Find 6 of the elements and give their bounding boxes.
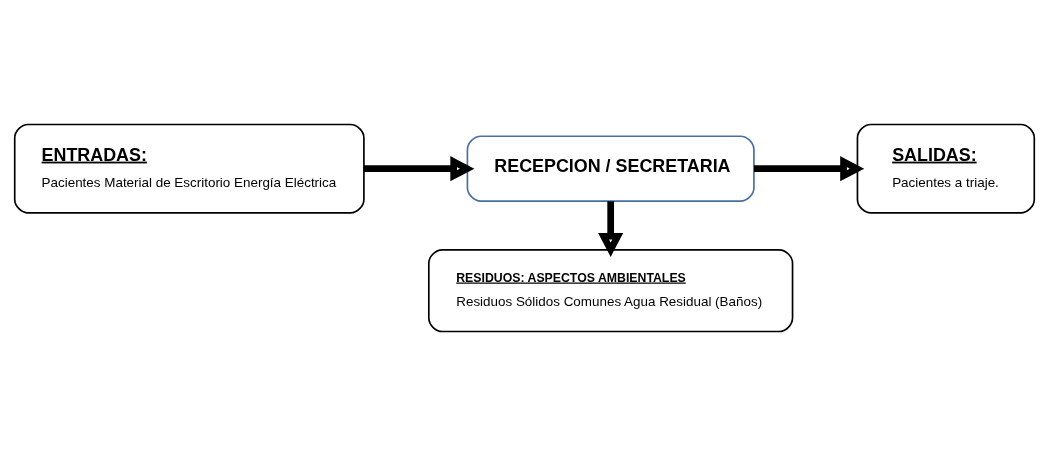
node-box: SALIDAS: Pacientes a triaje. bbox=[856, 123, 1036, 214]
arrow bbox=[753, 156, 865, 182]
node-box: RESIDUOS: ASPECTOS AMBIENTALES Residuos Sólidos Comunes Agua Residual (Baños) bbox=[427, 249, 794, 333]
arrow bbox=[363, 156, 475, 182]
node-box: ENTRADAS: Pacientes Material de Escritorio Energía Eléctrica bbox=[13, 123, 365, 214]
node-box: RECEPCION / SECRETARIA bbox=[466, 135, 755, 202]
